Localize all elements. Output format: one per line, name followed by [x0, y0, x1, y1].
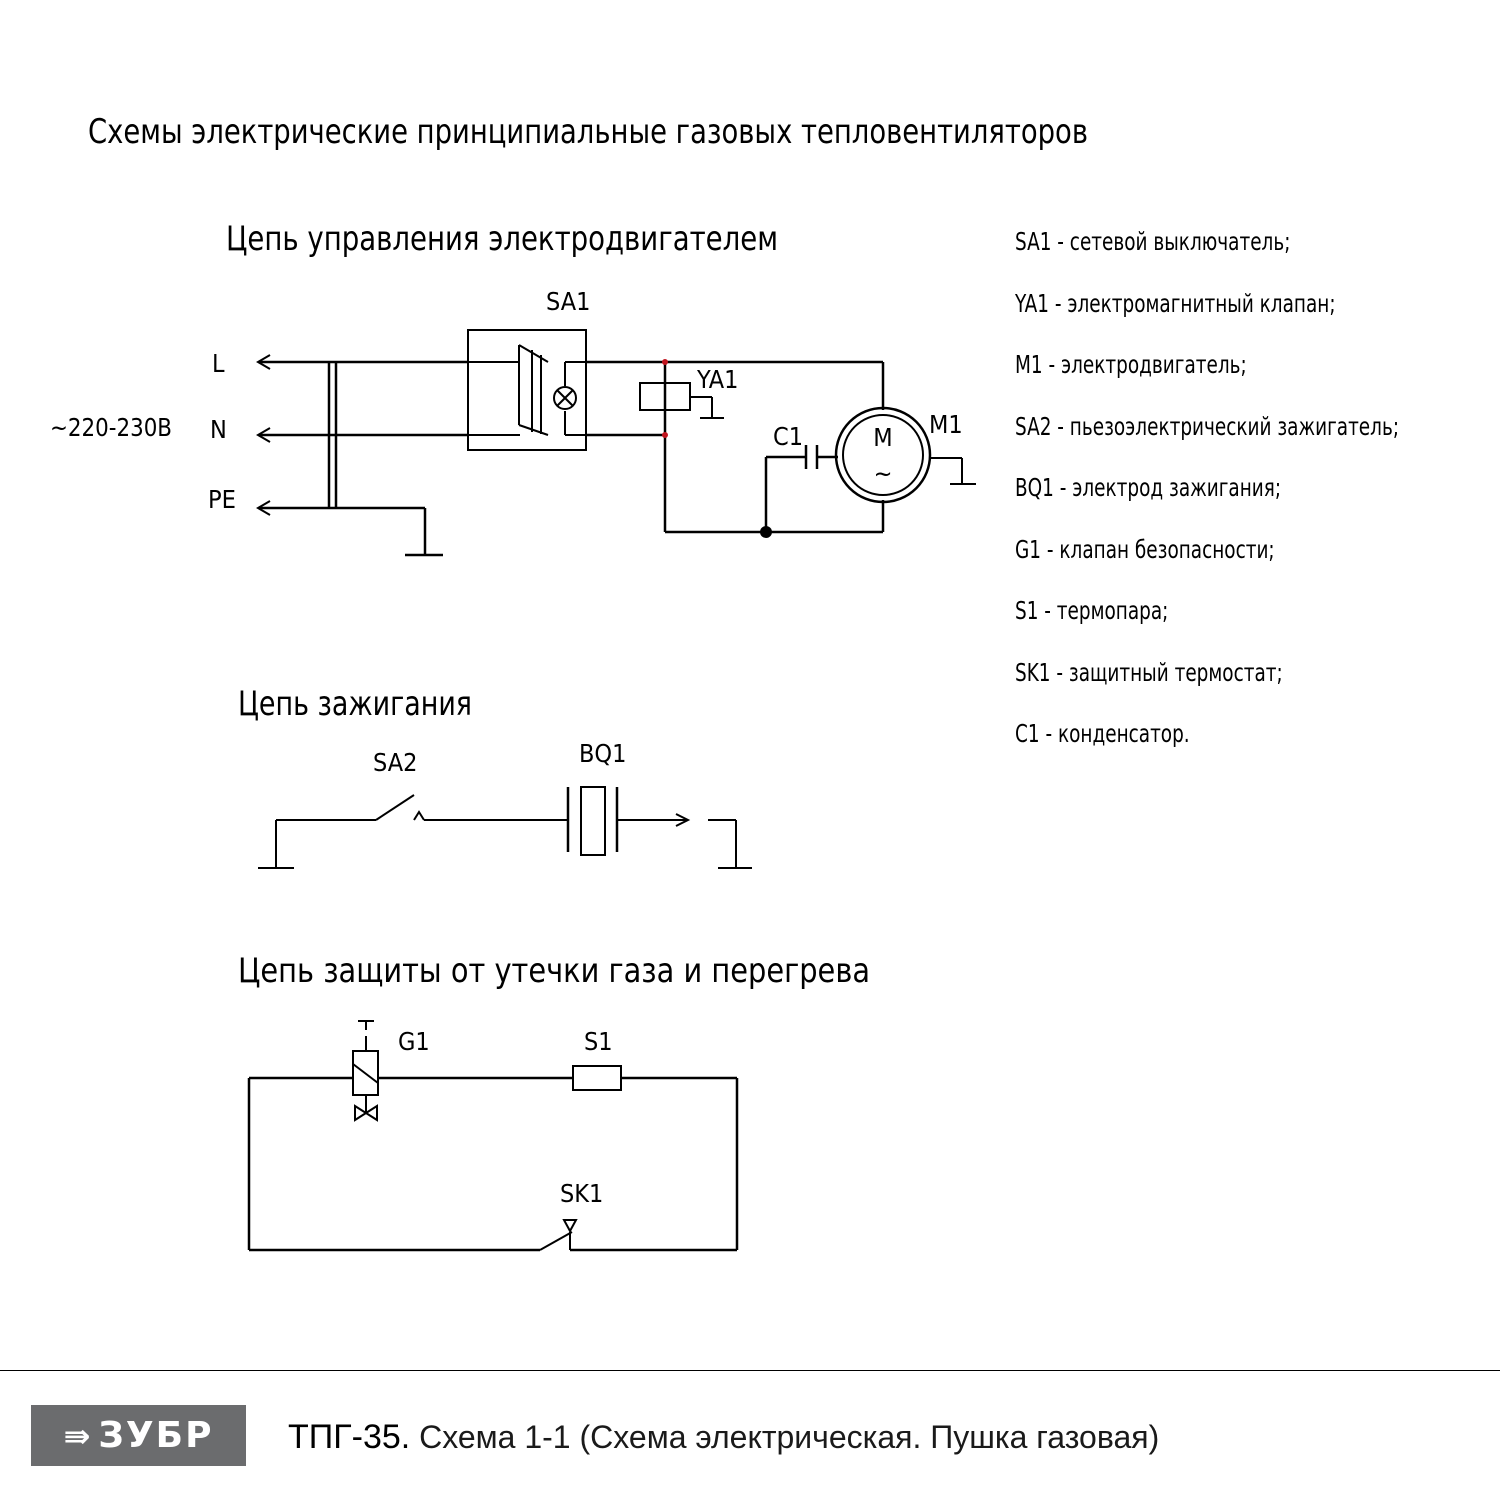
s1-label: S1: [584, 1027, 613, 1056]
line-label-pe: PE: [208, 485, 236, 514]
c1-label: C1: [773, 422, 803, 451]
legend-item: BQ1 - электрод зажигания;: [1015, 473, 1282, 502]
sa2-label: SA2: [373, 748, 417, 777]
model-name: ТПГ-35.: [288, 1418, 411, 1456]
sk1-label: SK1: [560, 1179, 603, 1208]
junction-markers: [662, 359, 772, 538]
bq1-label: BQ1: [579, 739, 626, 768]
footer-divider: [0, 1370, 1500, 1371]
protection-circuit-title: Цепь защиты от утечки газа и перегрева: [238, 951, 870, 991]
sa1-switch-icon: [467, 329, 587, 451]
legend-item: SK1 - защитный термостат;: [1015, 657, 1283, 687]
legend-item: SA1 - сетевой выключатель;: [1015, 227, 1291, 256]
arrow-icon: ⇛: [63, 1416, 93, 1455]
line-label-l: L: [212, 349, 225, 378]
junction-node: [662, 359, 668, 365]
junction-node: [760, 526, 772, 538]
caption-text: Схема 1-1 (Схема электрическая. Пушка га…: [419, 1419, 1160, 1455]
supply-wires: [256, 354, 468, 516]
bq1-electrode-icon: [566, 786, 752, 869]
motor-wires: [586, 360, 885, 534]
s1-thermocouple-icon: [572, 1065, 622, 1091]
brand-logo: ⇛ ЗУБР: [31, 1405, 246, 1466]
m1-motor-icon: [834, 406, 976, 504]
legend-item: M1 - электродвигатель;: [1015, 350, 1247, 379]
sk1-thermostat-icon: [539, 1219, 578, 1251]
ya1-label: YA1: [696, 365, 738, 394]
page-title: Схемы электрические принципиальные газов…: [88, 112, 1088, 152]
legend-item: G1 - клапан безопасности;: [1015, 534, 1275, 564]
brand-name: ЗУБР: [98, 1415, 214, 1456]
pe-ground-icon: [405, 508, 443, 557]
g1-safety-valve-icon: [352, 1020, 379, 1122]
junction-node: [662, 432, 668, 438]
line-label-n: N: [210, 415, 227, 444]
c1-capacitor-icon: [804, 445, 819, 469]
legend-item: YA1 - электромагнитный клапан;: [1015, 288, 1336, 318]
protection-loop-wires: [247, 1076, 739, 1252]
legend-item: C1 - конденсатор.: [1015, 719, 1190, 748]
motor-symbol-top: M: [873, 423, 892, 452]
supply-voltage-label: ~220-230В: [50, 413, 172, 442]
g1-label: G1: [398, 1027, 430, 1056]
ignition-circuit-title: Цепь зажигания: [238, 684, 472, 724]
footer-caption: ТПГ-35. Схема 1-1 (Схема электрическая. …: [288, 1418, 1159, 1457]
legend-item: SA2 - пьезоэлектрический зажигатель;: [1015, 411, 1400, 441]
legend-item: S1 - термопара;: [1015, 596, 1169, 625]
designation-legend: SA1 - сетевой выключатель; YA1 - электро…: [1015, 222, 1399, 776]
sa2-piezo-igniter-icon: [258, 794, 568, 869]
sa1-label: SA1: [546, 287, 590, 316]
motor-symbol-bottom: ~: [874, 459, 893, 488]
ya1-valve-icon: [639, 382, 724, 419]
m1-label: M1: [929, 410, 963, 439]
motor-circuit-title: Цепь управления электродвигателем: [226, 219, 778, 259]
